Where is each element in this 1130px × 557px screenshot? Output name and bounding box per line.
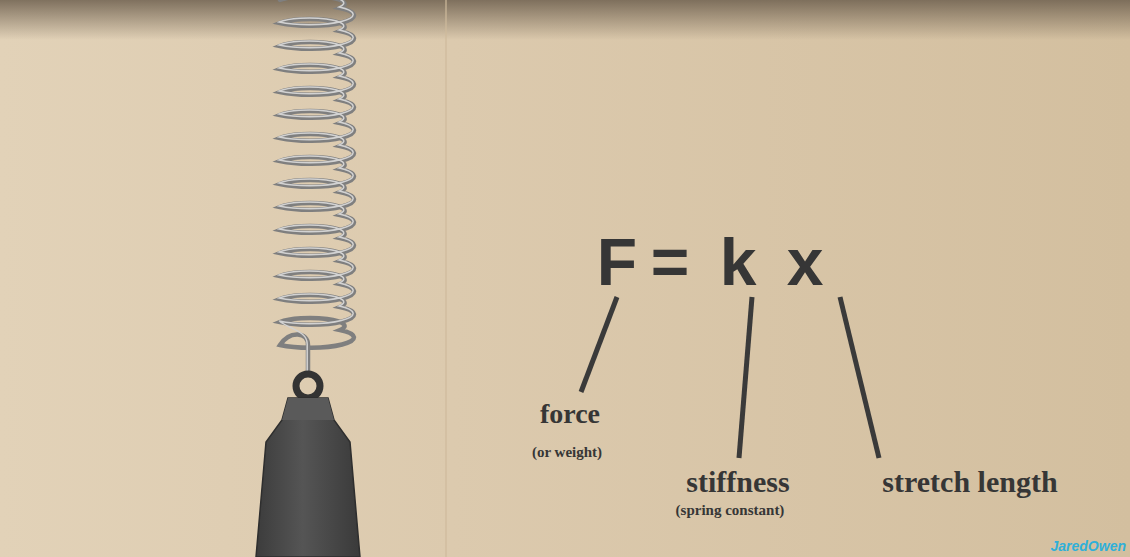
term-label: force	[540, 400, 600, 428]
watermark: JaredOwen	[1051, 539, 1126, 553]
formula-symbol: k	[720, 229, 757, 295]
term-note: (spring constant)	[676, 503, 785, 518]
term-note: (or weight)	[532, 445, 602, 460]
wall-seam	[445, 0, 447, 557]
weight-ring	[296, 374, 320, 398]
coil-spring	[279, 0, 354, 372]
leader-line	[840, 297, 879, 458]
term-label: stiffness	[686, 467, 789, 497]
formula-symbol: x	[787, 229, 824, 295]
leader-lines	[581, 297, 879, 458]
term-label: stretch length	[882, 467, 1057, 497]
hanging-weight	[256, 398, 360, 557]
formula-symbol: F	[597, 229, 637, 295]
leader-line	[581, 297, 617, 392]
leader-line	[739, 297, 752, 458]
formula-symbol: =	[651, 229, 690, 295]
weight-top	[282, 398, 334, 420]
ceiling-shadow	[0, 0, 1130, 40]
